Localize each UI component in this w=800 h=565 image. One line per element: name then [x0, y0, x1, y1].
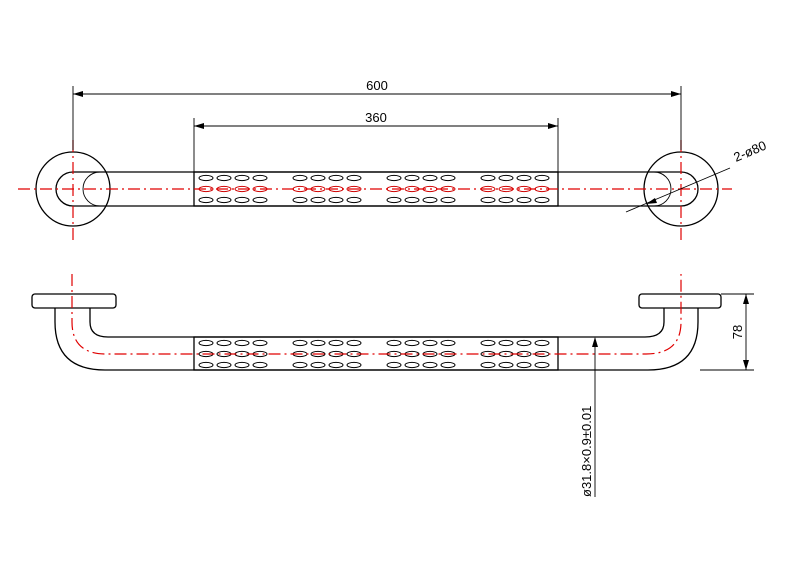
grip-hole — [216, 339, 232, 347]
grip-hole — [346, 339, 362, 347]
grip-hole — [422, 339, 438, 347]
grip-hole — [346, 174, 362, 182]
grip-hole — [386, 196, 402, 204]
grip-hole — [252, 339, 268, 347]
grip-hole — [534, 196, 550, 204]
grip-hole — [346, 196, 362, 204]
grip-hole — [480, 174, 496, 182]
front-grip-holes — [198, 339, 550, 369]
grip-hole — [310, 350, 326, 358]
grip-hole — [198, 174, 214, 182]
grip-hole — [234, 361, 250, 369]
dim-projection: 78 — [730, 325, 745, 339]
grip-hole — [480, 361, 496, 369]
right-wall-plate — [638, 293, 722, 309]
grip-hole — [310, 361, 326, 369]
grip-hole — [404, 174, 420, 182]
dim-78-arrow-bottom — [743, 360, 749, 370]
grip-hole — [252, 174, 268, 182]
grip-hole — [534, 339, 550, 347]
dim-360-arrow-right — [548, 123, 558, 129]
grip-hole — [216, 361, 232, 369]
grip-hole — [198, 196, 214, 204]
grip-hole — [422, 174, 438, 182]
grip-hole — [404, 339, 420, 347]
grip-hole — [498, 361, 514, 369]
front-tube-centerline — [71, 274, 682, 355]
grip-hole — [440, 361, 456, 369]
left-wall-plate — [31, 293, 117, 309]
grip-hole — [252, 196, 268, 204]
front-view: 78 ø31.8×0.9±0.01 — [31, 274, 754, 497]
grip-hole — [234, 174, 250, 182]
dim-600-arrow-left — [73, 91, 83, 97]
dim-tube-spec: ø31.8×0.9±0.01 — [579, 406, 594, 497]
grip-hole — [234, 196, 250, 204]
grip-hole — [328, 361, 344, 369]
grip-hole — [498, 196, 514, 204]
tube-spec-arrow — [592, 337, 598, 347]
grip-hole — [386, 339, 402, 347]
grip-hole — [440, 174, 456, 182]
grip-hole — [404, 196, 420, 204]
grip-hole — [328, 196, 344, 204]
grip-hole — [292, 174, 308, 182]
grip-hole — [516, 361, 532, 369]
grip-hole — [310, 339, 326, 347]
grip-hole — [346, 185, 362, 193]
grip-hole — [310, 196, 326, 204]
grip-hole — [516, 196, 532, 204]
grip-hole — [292, 339, 308, 347]
grip-hole — [404, 361, 420, 369]
flange-leader-line — [625, 167, 731, 213]
front-tube-outer — [54, 308, 699, 371]
grip-hole — [292, 361, 308, 369]
grip-hole — [292, 196, 308, 204]
grip-hole — [498, 339, 514, 347]
dim-flange-spec: 2-ø80 — [731, 138, 768, 165]
dim-600-arrow-right — [671, 91, 681, 97]
right-bar-end — [653, 171, 672, 207]
grip-hole — [440, 339, 456, 347]
dim-360-arrow-left — [194, 123, 204, 129]
grip-hole — [422, 196, 438, 204]
grip-hole — [534, 361, 550, 369]
left-bar-end — [82, 171, 101, 207]
front-tube-inner — [89, 308, 665, 338]
dim-78-arrow-top — [743, 294, 749, 304]
grip-hole — [198, 339, 214, 347]
grip-hole — [252, 361, 268, 369]
grip-hole — [516, 174, 532, 182]
grip-hole — [234, 339, 250, 347]
grip-hole — [516, 339, 532, 347]
grip-hole — [310, 174, 326, 182]
flange-leader-arrow — [646, 198, 657, 204]
grip-hole — [328, 174, 344, 182]
grip-hole — [346, 361, 362, 369]
grip-hole — [480, 196, 496, 204]
grip-hole — [328, 339, 344, 347]
dim-overall-length: 600 — [366, 78, 388, 93]
grip-hole — [216, 196, 232, 204]
grip-hole — [534, 174, 550, 182]
grip-hole — [386, 361, 402, 369]
grip-hole — [498, 174, 514, 182]
grip-hole — [216, 174, 232, 182]
grip-hole — [422, 361, 438, 369]
grip-hole — [198, 361, 214, 369]
grip-hole — [386, 174, 402, 182]
top-view: 600 360 2-ø80 — [18, 78, 768, 240]
dim-grip-length: 360 — [365, 110, 387, 125]
grip-hole — [480, 339, 496, 347]
grip-hole — [440, 196, 456, 204]
